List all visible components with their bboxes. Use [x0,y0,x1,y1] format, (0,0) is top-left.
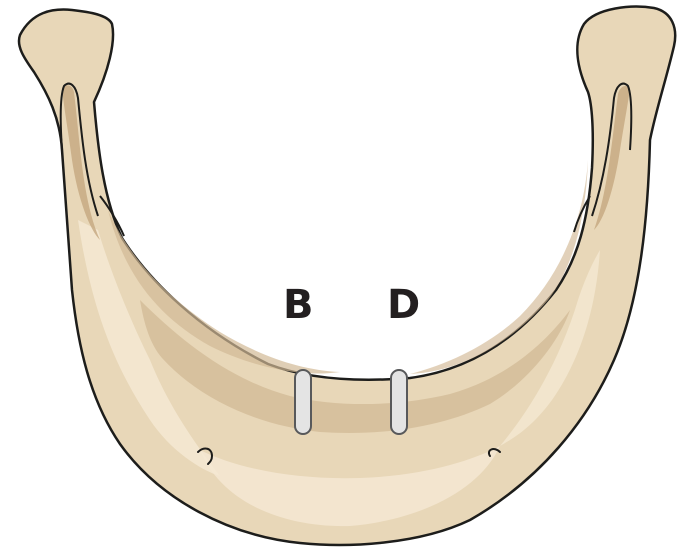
label-d: D [387,282,420,328]
label-b: B [283,282,314,328]
mandible-body [19,7,675,545]
implant-b [295,370,311,434]
implant-d [391,370,407,434]
